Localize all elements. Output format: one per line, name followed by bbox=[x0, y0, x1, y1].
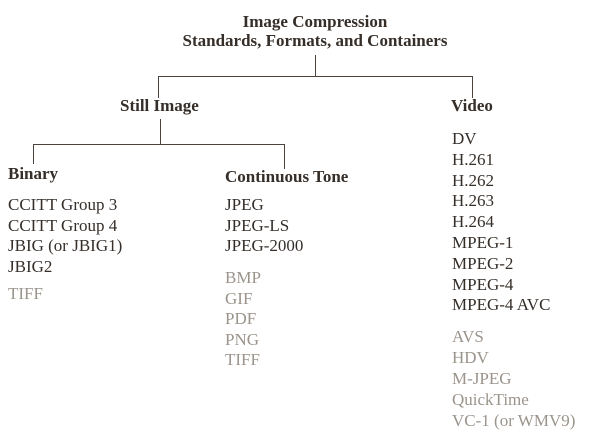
binary-standard-item: CCITT Group 4 bbox=[8, 215, 118, 235]
binary-format-item: TIFF bbox=[8, 284, 43, 303]
continuous-tone-standard-item: JPEG-LS bbox=[225, 215, 290, 235]
video-format-item: M-JPEG bbox=[452, 369, 512, 388]
diagram-title: Image Compression Standards, Formats, an… bbox=[115, 12, 515, 50]
connector-still-image-drop-line bbox=[158, 76, 159, 98]
video-standard-item: H.261 bbox=[452, 149, 495, 169]
branch-label-still-image: Still Image bbox=[120, 96, 199, 115]
continuous-tone-standard-item: JPEG-2000 bbox=[225, 236, 304, 255]
binary-formats-list: TIFF bbox=[8, 284, 43, 305]
video-standard-item: MPEG-4 bbox=[452, 274, 514, 294]
diagram-title-line-2: Standards, Formats, and Containers bbox=[182, 30, 448, 50]
video-format-item: HDV bbox=[452, 348, 489, 367]
binary-standard-item: CCITT Group 3 bbox=[8, 195, 118, 214]
video-format-item: AVS bbox=[452, 327, 484, 346]
connector-top-horizontal-line bbox=[158, 76, 473, 77]
continuous-tone-format-item: PNG bbox=[225, 329, 260, 349]
connector-still-image-vertical-line bbox=[160, 119, 161, 145]
connector-continuous-tone-drop-line bbox=[284, 144, 285, 169]
continuous-tone-format-item: GIF bbox=[225, 288, 253, 308]
continuous-tone-format-item: BMP bbox=[225, 268, 261, 287]
diagram-title-line-1: Image Compression bbox=[242, 12, 388, 31]
continuous-tone-format-item: TIFF bbox=[225, 350, 260, 369]
video-standard-item: DV bbox=[452, 129, 477, 148]
video-format-item: VC-1 (or WMV9) bbox=[452, 411, 576, 430]
connector-binary-drop-line bbox=[33, 144, 34, 164]
connector-video-drop-line bbox=[472, 76, 473, 98]
branch-label-continuous-tone: Continuous Tone bbox=[225, 167, 349, 186]
video-standard-item: MPEG-4 AVC bbox=[452, 295, 551, 315]
continuous-tone-standard-item: JPEG bbox=[225, 195, 264, 214]
video-standard-item: MPEG-1 bbox=[452, 232, 514, 252]
branch-label-binary: Binary bbox=[8, 164, 59, 183]
video-standard-item: H.263 bbox=[452, 191, 495, 211]
binary-standard-item: JBIG (or JBIG1) bbox=[8, 236, 123, 255]
binary-standard-item: JBIG2 bbox=[8, 256, 53, 276]
video-format-item: QuickTime bbox=[452, 390, 529, 409]
video-standard-item: MPEG-2 bbox=[452, 253, 514, 273]
video-standard-item: H.264 bbox=[452, 212, 495, 232]
connector-still-horizontal-line bbox=[33, 144, 285, 145]
video-standard-item: H.262 bbox=[452, 170, 495, 190]
connector-title-vertical-line bbox=[315, 55, 316, 76]
branch-label-video: Video bbox=[451, 96, 493, 115]
continuous-tone-format-item: PDF bbox=[225, 309, 257, 328]
